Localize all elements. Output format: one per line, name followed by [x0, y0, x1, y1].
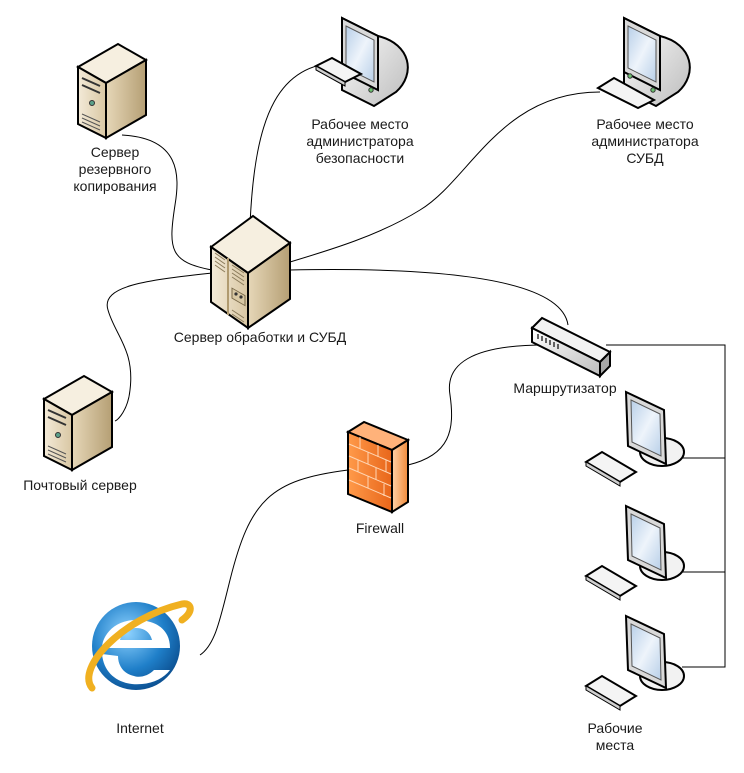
firewall-icon	[345, 420, 411, 514]
label-firewall: Firewall	[355, 520, 405, 536]
label-router: Маршрутизатор	[513, 380, 617, 396]
link-backup-to-main	[121, 134, 213, 271]
crt-workstation-icon-security-admin	[313, 16, 409, 108]
link-router-to-workstations	[606, 344, 726, 668]
label-backup-server: Сервер резервного копирования	[73, 144, 157, 194]
link-router-to-firewall	[407, 344, 546, 466]
label-mail-server: Почтовый сервер	[23, 477, 137, 493]
tower-server-icon-backup	[75, 42, 149, 140]
lcd-workstation-icon-1	[584, 390, 685, 487]
label-security-admin-workstation: Рабочее место администратора безопасност…	[306, 116, 414, 166]
lcd-workstation-icon-2	[584, 504, 685, 601]
link-firewall-to-internet	[199, 469, 349, 656]
internet-explorer-icon	[85, 600, 194, 692]
link-mail-to-main	[106, 272, 213, 422]
label-db-admin-workstation: Рабочее место администратора СУБД	[591, 116, 699, 166]
label-internet: Internet	[116, 720, 164, 736]
crt-workstation-icon-db-admin	[595, 16, 691, 110]
label-workstations: Рабочие места	[587, 720, 643, 753]
lcd-workstation-icon-3	[584, 614, 685, 711]
router-icon	[530, 316, 612, 379]
rack-server-icon-main	[209, 214, 292, 330]
label-main-server: Сервер обработки и СУБД	[173, 329, 347, 345]
link-dbadmin-to-main	[289, 91, 601, 263]
tower-server-icon-mail	[41, 374, 115, 472]
link-main-to-router	[289, 269, 569, 326]
